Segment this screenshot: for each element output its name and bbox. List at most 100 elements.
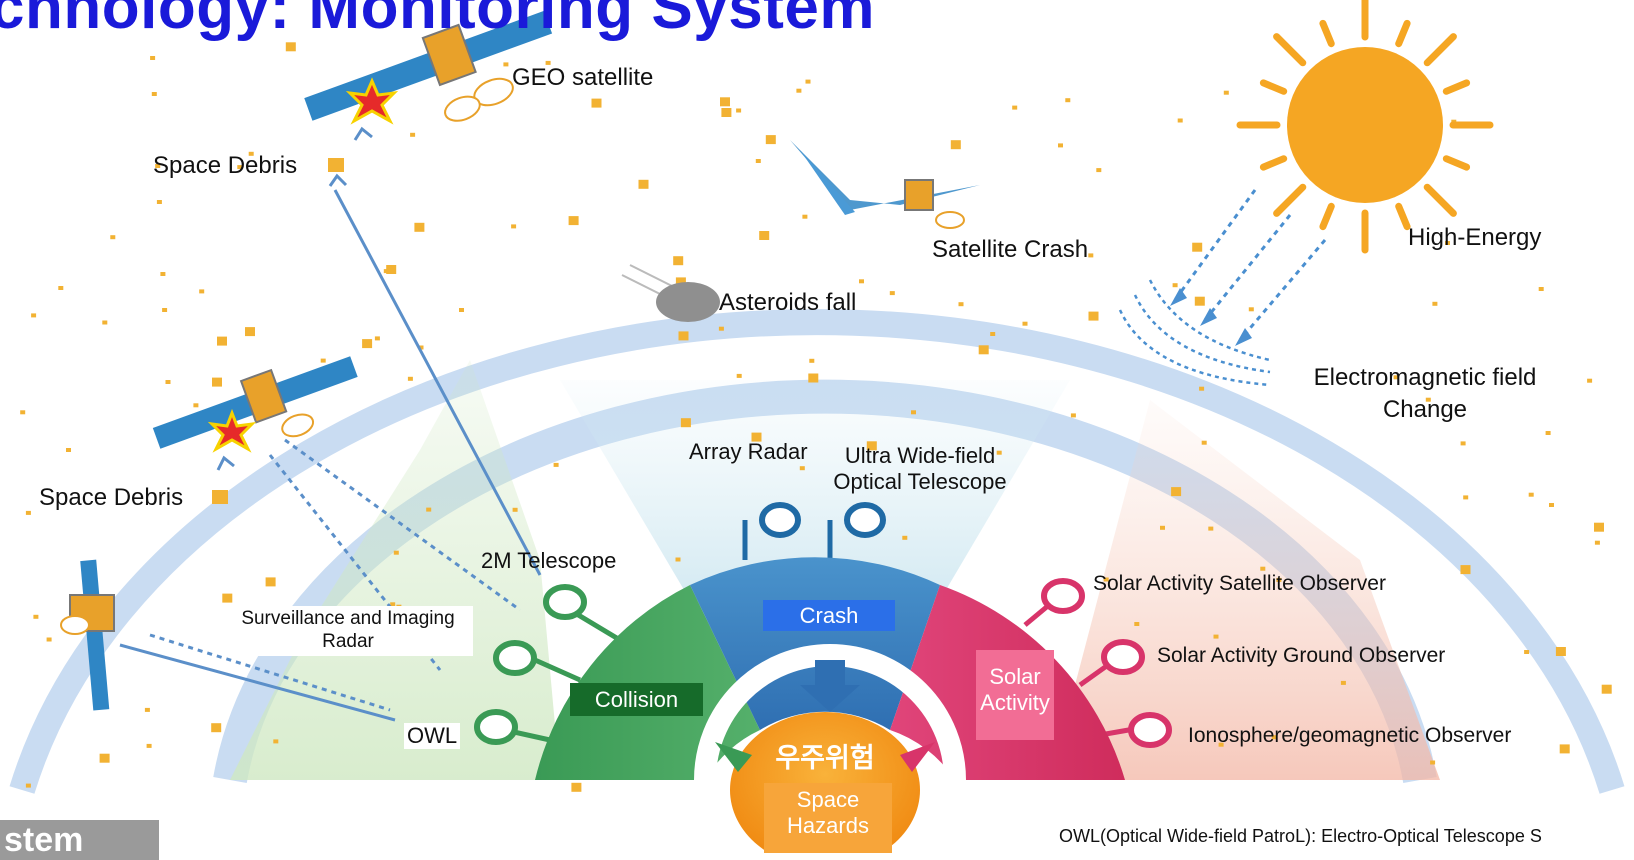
star-dot xyxy=(217,336,227,346)
star-dot xyxy=(1587,378,1593,383)
sun-ray xyxy=(1259,79,1288,95)
ultra-wide-field-label: Ultra Wide-field Optical Telescope xyxy=(820,443,1020,496)
owl-label: OWL xyxy=(404,723,461,750)
radiation-arrow-icons xyxy=(1170,288,1252,346)
star-dot xyxy=(1340,680,1346,685)
star-dot xyxy=(1460,441,1466,446)
star-dot xyxy=(1393,375,1399,380)
collision-coverage-fan xyxy=(230,360,560,780)
sun-ray xyxy=(1273,183,1307,217)
star-dot xyxy=(1445,241,1450,245)
collision-category-box: Collision xyxy=(570,683,703,716)
star-dot xyxy=(802,214,808,219)
star-dot xyxy=(1012,105,1018,110)
star-dot xyxy=(553,462,559,467)
radar-dotted-lines xyxy=(149,438,521,712)
star-dot xyxy=(673,256,684,266)
star-dot xyxy=(31,313,37,318)
star-dot xyxy=(755,159,761,163)
star-dot xyxy=(721,108,732,117)
star-dot xyxy=(675,557,681,562)
star-dot xyxy=(678,331,689,341)
star-dot xyxy=(511,224,517,229)
solar-ground-observer-label: Solar Activity Ground Observer xyxy=(1157,644,1446,667)
middle-satellite-icon xyxy=(152,356,358,449)
star-dot xyxy=(1432,301,1438,306)
star-dot xyxy=(809,358,815,363)
star-dot xyxy=(156,200,162,204)
star-dot xyxy=(1134,622,1140,626)
star-dot xyxy=(1425,397,1431,402)
star-dot xyxy=(144,707,150,712)
star-dot xyxy=(165,380,171,384)
star-dot xyxy=(796,88,802,93)
star-dot xyxy=(25,783,31,788)
star-dot xyxy=(265,577,276,587)
star-dot xyxy=(193,403,199,408)
crash-down-arrow-icon xyxy=(800,660,860,712)
star-dot xyxy=(390,602,396,607)
section-tab: stem xyxy=(0,820,159,860)
star-dot xyxy=(978,345,989,355)
star-dot xyxy=(1160,525,1165,530)
star-dot xyxy=(799,466,805,471)
star-dot xyxy=(418,345,424,350)
star-dot xyxy=(212,377,222,387)
star-dot xyxy=(374,336,380,341)
star-dot xyxy=(1192,242,1203,252)
star-dot xyxy=(414,222,425,232)
star-dot xyxy=(407,376,413,381)
star-dot xyxy=(58,286,64,290)
crash-coverage-fan xyxy=(560,380,1070,600)
star-dot xyxy=(146,743,152,748)
star-dot xyxy=(459,308,464,312)
star-dot xyxy=(1065,98,1071,103)
star-dot xyxy=(1248,307,1254,312)
star-dot xyxy=(162,308,168,312)
solar-line1: Solar xyxy=(989,664,1041,689)
star-dot xyxy=(320,358,326,363)
star-dot xyxy=(1208,526,1214,531)
star-dot xyxy=(222,593,233,603)
debris-marker-left xyxy=(212,490,228,504)
sun-ray xyxy=(1259,155,1288,171)
em-field-label: Electromagnetic field Change xyxy=(1300,364,1550,425)
star-dot xyxy=(1172,283,1178,288)
star-dot xyxy=(1218,742,1224,747)
star-dot xyxy=(1549,503,1554,507)
star-dot xyxy=(996,450,1002,455)
satellite-crash-label: Satellite Crash xyxy=(932,236,1089,263)
star-dot xyxy=(990,332,996,336)
star-dot xyxy=(273,739,279,744)
inner-white-arc xyxy=(694,644,966,781)
star-dot xyxy=(736,373,742,378)
em-field-line2: Change xyxy=(1382,395,1468,423)
star-dot xyxy=(248,151,254,156)
crashing-satellite-icon xyxy=(790,140,980,229)
star-dot xyxy=(1213,634,1219,639)
em-field-line1: Electromagnetic field xyxy=(1313,364,1537,391)
observer-rings xyxy=(474,502,1172,748)
solar-activity-category-box: Solar Activity xyxy=(976,650,1054,740)
star-dot xyxy=(211,723,222,733)
space-hazards-box: Space Hazards xyxy=(764,783,892,853)
star-dot xyxy=(383,269,389,274)
star-dot xyxy=(1555,647,1566,656)
star-dot xyxy=(571,782,582,792)
owl-footnote: OWL(Optical Wide-field PatroL): Electro-… xyxy=(1059,826,1542,846)
star-dot xyxy=(503,62,509,67)
solar-arrow-icon xyxy=(900,742,935,772)
sun-ray xyxy=(1423,33,1457,67)
star-dot xyxy=(1260,566,1266,571)
korean-hazard-label: 우주위험 xyxy=(775,743,875,773)
star-dot xyxy=(410,132,416,137)
space-debris-left-label: Space Debris xyxy=(39,484,184,511)
left-satellite-icon xyxy=(60,559,115,711)
star-dot xyxy=(245,327,255,337)
asteroid-icon xyxy=(621,264,720,322)
telescope-2m-label: 2M Telescope xyxy=(481,548,617,573)
sir-line1: Surveillance and Imaging xyxy=(241,608,455,629)
star-dot xyxy=(386,265,397,274)
star-dot xyxy=(151,92,157,96)
star-dot xyxy=(1528,492,1534,497)
